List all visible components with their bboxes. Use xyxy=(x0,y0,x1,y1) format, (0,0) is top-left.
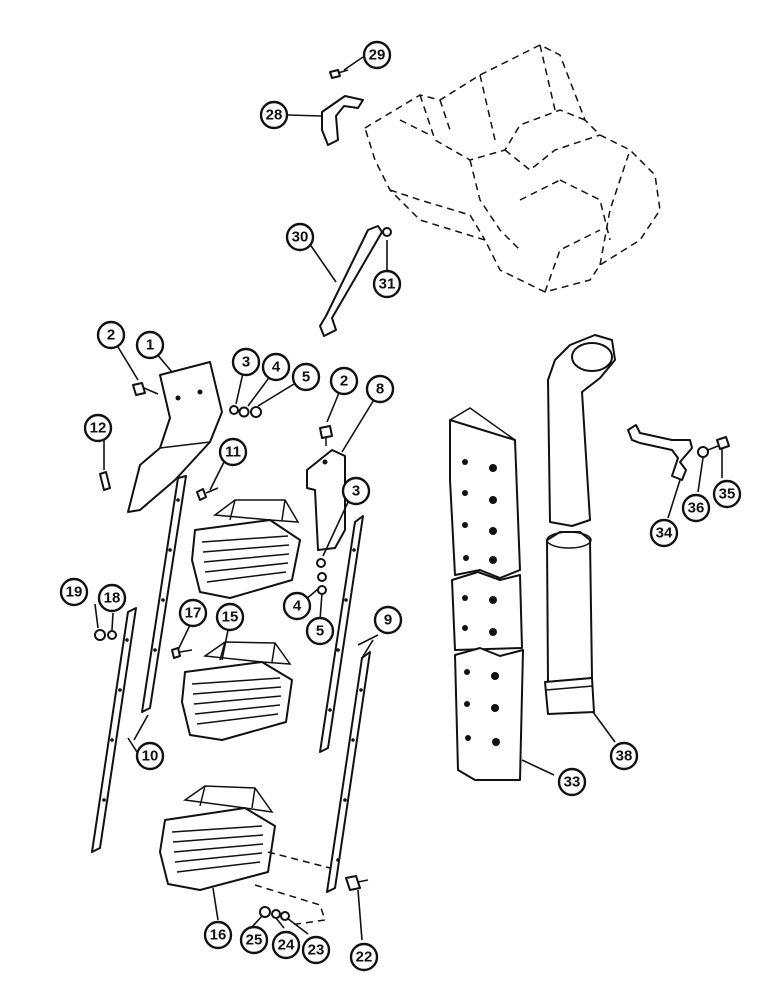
washer-36 xyxy=(697,446,709,458)
tractor-body-outline xyxy=(364,44,661,293)
rod-30 xyxy=(319,225,383,337)
svg-text:22: 22 xyxy=(356,949,373,966)
svg-text:1: 1 xyxy=(146,337,154,354)
svg-text:35: 35 xyxy=(719,486,736,503)
bolt-2-left xyxy=(132,382,159,396)
washers-3-4-5-top xyxy=(229,405,262,418)
callout-5-top: 5 xyxy=(291,362,321,392)
callout-8: 8 xyxy=(365,374,395,404)
svg-text:2: 2 xyxy=(340,373,348,390)
side-rail-10-upper xyxy=(141,475,187,713)
svg-text:24: 24 xyxy=(278,937,295,954)
screw-29 xyxy=(329,69,349,79)
svg-text:4: 4 xyxy=(293,598,302,615)
callout-33: 33 xyxy=(557,767,587,797)
callout-9: 9 xyxy=(373,605,403,635)
callout-22: 22 xyxy=(349,942,379,972)
svg-text:23: 23 xyxy=(308,942,325,959)
bolt-22 xyxy=(345,875,369,891)
svg-text:15: 15 xyxy=(222,609,239,626)
exhaust-pipe-38 xyxy=(544,334,616,715)
washers-3-4-5-right xyxy=(316,558,327,595)
svg-text:25: 25 xyxy=(246,932,263,949)
side-rail-9-upper xyxy=(319,515,364,753)
callout-18: 18 xyxy=(97,583,127,613)
svg-text:17: 17 xyxy=(185,605,202,622)
bolt-35 xyxy=(707,436,730,451)
svg-text:11: 11 xyxy=(225,444,241,461)
svg-text:34: 34 xyxy=(656,525,673,542)
svg-text:30: 30 xyxy=(292,229,309,246)
svg-text:5: 5 xyxy=(316,623,324,640)
nut-31 xyxy=(382,227,392,237)
side-rail-9-lower xyxy=(326,651,371,893)
callout-3-top: 3 xyxy=(231,347,261,377)
svg-text:4: 4 xyxy=(272,359,281,376)
clamp-34 xyxy=(627,424,693,481)
callout-5-right: 5 xyxy=(305,616,335,646)
step-16-bottom xyxy=(159,785,331,926)
bolt-2-right xyxy=(319,425,333,446)
svg-text:10: 10 xyxy=(142,748,159,765)
callout-12: 12 xyxy=(83,413,113,443)
callout-24: 24 xyxy=(271,930,301,960)
svg-text:29: 29 xyxy=(369,47,386,64)
svg-text:9: 9 xyxy=(384,612,392,629)
svg-text:18: 18 xyxy=(104,590,121,607)
callout-29: 29 xyxy=(362,40,392,70)
callout-10: 10 xyxy=(135,741,165,771)
callout-4-right: 4 xyxy=(282,591,312,621)
svg-text:2: 2 xyxy=(107,327,115,344)
bolt-11 xyxy=(196,487,219,501)
callout-2-left: 2 xyxy=(96,320,126,350)
side-rail-10-lower xyxy=(91,607,137,853)
svg-text:3: 3 xyxy=(352,483,360,500)
svg-text:36: 36 xyxy=(688,500,705,517)
svg-text:28: 28 xyxy=(266,107,283,124)
step-tread-15-upper xyxy=(191,499,301,599)
svg-text:19: 19 xyxy=(66,584,83,601)
bracket-28 xyxy=(321,95,364,146)
svg-text:31: 31 xyxy=(379,276,396,293)
svg-text:12: 12 xyxy=(90,420,107,437)
angle-bracket-8 xyxy=(306,449,346,551)
callout-3-right: 3 xyxy=(341,476,371,506)
svg-text:8: 8 xyxy=(376,381,384,398)
callout-38: 38 xyxy=(609,741,639,771)
callout-1: 1 xyxy=(135,330,165,360)
callout-16: 16 xyxy=(203,920,233,950)
svg-text:3: 3 xyxy=(242,354,250,371)
callout-2-right: 2 xyxy=(329,366,359,396)
nuts-18-19 xyxy=(94,629,117,641)
callout-4-top: 4 xyxy=(261,352,291,382)
callout-36: 36 xyxy=(681,493,711,523)
clip-12 xyxy=(99,471,111,491)
svg-text:38: 38 xyxy=(616,748,633,765)
callout-25: 25 xyxy=(239,925,269,955)
callout-31: 31 xyxy=(372,269,402,299)
callout-28: 28 xyxy=(259,100,289,130)
callout-23: 23 xyxy=(301,935,331,965)
callout-11: 11 xyxy=(218,437,248,467)
mounting-plate-1 xyxy=(127,361,223,513)
callout-17: 17 xyxy=(178,598,208,628)
callout-35: 35 xyxy=(712,479,742,509)
svg-text:5: 5 xyxy=(302,369,310,386)
bolt-17 xyxy=(171,647,193,659)
leader-lines xyxy=(94,56,723,941)
step-tread-15-middle xyxy=(181,641,293,741)
hardware-23-24-25 xyxy=(259,906,290,921)
callout-34: 34 xyxy=(649,518,679,548)
callout-19: 19 xyxy=(59,577,89,607)
heat-shield-33 xyxy=(449,407,524,781)
callout-30: 30 xyxy=(285,222,315,252)
callout-15: 15 xyxy=(215,602,245,632)
svg-text:33: 33 xyxy=(564,774,581,791)
svg-text:16: 16 xyxy=(210,927,227,944)
